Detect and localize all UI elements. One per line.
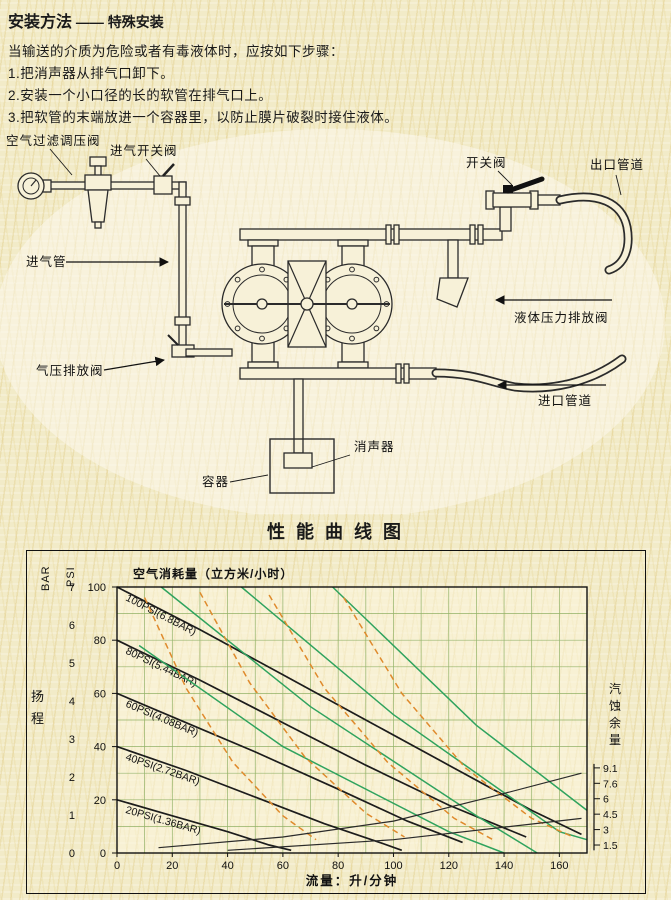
svg-text:60: 60: [93, 688, 105, 700]
label-liquid-pressure-relief-valve: 液体压力排放阀: [514, 310, 609, 325]
liquid-relief-spout: [436, 277, 469, 308]
intro-text: 当输送的介质为危险或者有毒液体时，应按如下步骤：: [8, 44, 344, 59]
chart-curve: [160, 586, 538, 854]
svg-text:1.5: 1.5: [603, 840, 618, 852]
label-air-filter-regulator: 空气过滤调压阀: [6, 133, 101, 148]
svg-text:40: 40: [93, 742, 105, 754]
svg-text:7.6: 7.6: [603, 778, 618, 790]
svg-text:3: 3: [603, 825, 609, 837]
svg-text:0: 0: [113, 860, 119, 872]
diagram-pointers: [49, 148, 622, 483]
svg-text:60: 60: [276, 860, 288, 872]
svg-text:汽: 汽: [609, 681, 621, 696]
chart-curve: [157, 772, 582, 849]
svg-text:160: 160: [550, 860, 568, 872]
muffler-body: [283, 452, 313, 469]
chart-curve: [198, 591, 405, 838]
svg-text:140: 140: [494, 860, 512, 872]
label-muffler: 消声器: [354, 440, 395, 454]
chart-curve: [267, 594, 493, 841]
chart-curve: [227, 817, 582, 851]
label-inlet-pipe: 进口管道: [538, 393, 592, 408]
svg-text:40: 40: [221, 860, 233, 872]
chart-curve: [116, 639, 527, 838]
diagram-labels: 空气过滤调压阀 进气开关阀 进气管 气压排放阀 开关阀 出口管道 液体压力排放阀…: [6, 133, 644, 489]
label-container: 容器: [202, 474, 229, 489]
chart-curve: [331, 586, 587, 811]
svg-text:量: 量: [609, 733, 621, 747]
svg-text:80: 80: [332, 860, 344, 872]
svg-text:9.1: 9.1: [603, 763, 618, 775]
chart-curve: [143, 597, 317, 841]
label-intake-pipe: 进气管: [26, 254, 67, 269]
svg-text:20: 20: [166, 860, 178, 872]
svg-text:0: 0: [68, 848, 74, 860]
step-1: 1.把消声器从排气口卸下。: [8, 66, 175, 81]
chart-curve: [116, 745, 402, 852]
svg-text:BAR: BAR: [40, 565, 52, 591]
page-title-main: 安装方法: [8, 14, 73, 31]
step-3: 3.把软管的末端放进一个容器里，以防止膜片破裂时接住液体。: [8, 110, 399, 125]
chart-curve: [138, 644, 504, 854]
svg-text:3: 3: [68, 734, 74, 746]
ball-valve-lever: [505, 176, 545, 194]
svg-text:100: 100: [384, 860, 402, 872]
svg-text:4.5: 4.5: [603, 809, 618, 821]
installation-diagram-svg: 空气过滤调压阀 进气开关阀 进气管 气压排放阀 开关阀 出口管道 液体压力排放阀…: [0, 129, 665, 519]
chart-curve: [116, 692, 463, 844]
label-intake-switch-valve: 进气开关阀: [110, 143, 178, 158]
chart-grid: [116, 586, 587, 854]
document-header: 安装方法 —— 特殊安装 当输送的介质为危险或者有毒液体时，应按如下步骤： 1.…: [0, 0, 671, 129]
svg-text:PSI: PSI: [65, 566, 77, 587]
pump-assembly: [221, 176, 633, 494]
page-title: 安装方法 —— 特殊安装: [8, 8, 661, 32]
performance-chart: 100PSI(6.8BAR)80PSI(5.44BAR)60PSI(4.08BA…: [25, 550, 646, 894]
svg-text:蚀: 蚀: [609, 699, 621, 713]
svg-text:100: 100: [87, 582, 105, 594]
svg-text:程: 程: [31, 711, 44, 726]
air-filter-regulator: [17, 156, 187, 229]
muffler-pipe: [293, 378, 304, 454]
intake-switch-valve: [153, 163, 175, 195]
svg-text:6: 6: [68, 620, 74, 632]
svg-text:20: 20: [93, 795, 105, 807]
chart-svg: 100PSI(6.8BAR)80PSI(5.44BAR)60PSI(4.08BA…: [31, 565, 621, 888]
chart-axes: 0 20 40 60 80 100 0 1 2 3 4 5 6 7 BAR PSI 0 20 40 60 80 100 12…: [31, 565, 621, 888]
step-2: 2.安装一个小口径的长的软管在排气口上。: [8, 88, 273, 103]
chart-curve: [116, 586, 582, 836]
svg-text:5: 5: [68, 658, 74, 670]
label-switch-valve: 开关阀: [466, 156, 507, 170]
svg-text:1: 1: [68, 810, 74, 822]
svg-text:120: 120: [439, 860, 457, 872]
installation-diagram: 空气过滤调压阀 进气开关阀 进气管 气压排放阀 开关阀 出口管道 液体压力排放阀…: [0, 129, 671, 519]
intake-pipe-run: [167, 181, 233, 358]
svg-text:2: 2: [68, 772, 74, 784]
label-air-pressure-relief-valve: 气压排放阀: [36, 363, 104, 378]
svg-text:空气消耗量（立方米/小时）: 空气消耗量（立方米/小时）: [133, 566, 293, 581]
chart-curve: [342, 597, 574, 838]
svg-text:流量：升/分钟: 流量：升/分钟: [305, 873, 397, 888]
svg-text:4: 4: [68, 696, 74, 708]
svg-text:0: 0: [99, 848, 105, 860]
page-title-sub: —— 特殊安装: [72, 14, 164, 30]
svg-text:6: 6: [603, 794, 609, 806]
svg-text:扬: 扬: [31, 689, 44, 704]
label-outlet-pipe: 出口管道: [590, 157, 644, 172]
svg-text:80: 80: [93, 635, 105, 647]
chart-heading: 性 能 曲 线 图: [266, 522, 404, 542]
chart-curve: [240, 586, 587, 841]
container-box: [269, 438, 335, 494]
svg-text:余: 余: [609, 715, 621, 730]
svg-text:7: 7: [68, 582, 74, 594]
